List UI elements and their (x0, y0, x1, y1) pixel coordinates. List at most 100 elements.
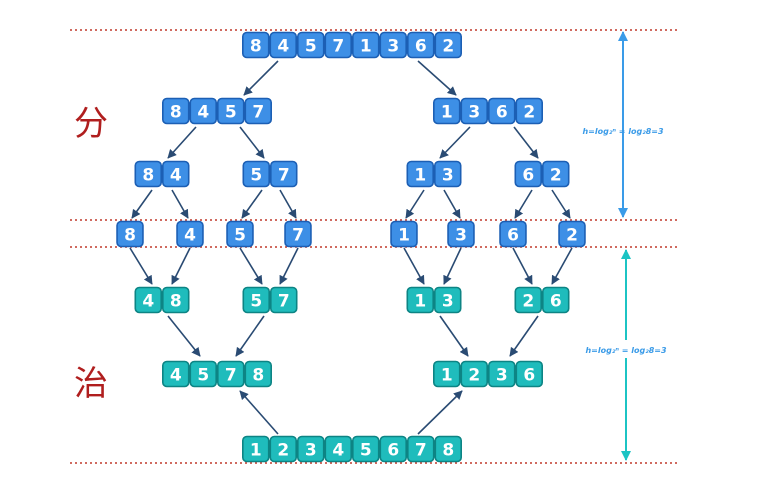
flow-arrow (417, 60, 457, 96)
number-cell: 2 (522, 292, 534, 312)
number-cell: 4 (184, 226, 196, 246)
flow-arrow (167, 315, 201, 357)
conquer-height-note: h=log₂ⁿ = log₂8=3 (585, 346, 667, 355)
flow-arrow (439, 126, 471, 159)
number-cell: 7 (278, 166, 290, 186)
flow-arrow (551, 189, 571, 219)
number-cell: 1 (250, 441, 262, 461)
number-cell: 5 (305, 37, 317, 57)
number-cell: 7 (292, 226, 304, 246)
divide-array-level3: 7 (284, 220, 312, 248)
number-cell: 2 (566, 226, 578, 246)
number-cell: 7 (415, 441, 427, 461)
number-cell: 6 (550, 292, 562, 312)
number-cell: 5 (250, 166, 262, 186)
number-cell: 8 (170, 103, 182, 123)
number-cell: 1 (441, 103, 453, 123)
number-cell: 6 (507, 226, 519, 246)
number-cell: 6 (387, 441, 399, 461)
divide-array-level3: 2 (558, 220, 586, 248)
number-cell: 5 (225, 103, 237, 123)
divide-array-level3: 1 (390, 220, 418, 248)
number-cell: 3 (468, 103, 480, 123)
number-cell: 6 (522, 166, 534, 186)
number-cell: 1 (360, 37, 372, 57)
number-cell: 3 (305, 441, 317, 461)
flow-arrow (551, 247, 573, 285)
number-cell: 8 (170, 292, 182, 312)
flow-arrow (443, 247, 462, 285)
number-cell: 4 (277, 37, 289, 57)
number-cell: 2 (277, 441, 289, 461)
number-cell: 2 (442, 37, 454, 57)
number-cell: 2 (550, 166, 562, 186)
number-cell: 1 (441, 366, 453, 386)
flow-arrow (239, 390, 279, 435)
flow-arrow (279, 247, 299, 285)
number-cell: 5 (234, 226, 246, 246)
divide-array-level3: 3 (447, 220, 475, 248)
flow-arrow (129, 247, 153, 285)
flow-arrow (405, 189, 425, 219)
number-cell: 7 (225, 366, 237, 386)
number-cell: 3 (442, 292, 454, 312)
flow-arrow (512, 247, 533, 285)
flow-arrow (439, 315, 469, 357)
number-cell: 2 (523, 103, 535, 123)
number-cell: 5 (197, 366, 209, 386)
number-cell: 8 (252, 366, 264, 386)
flow-arrow (403, 247, 425, 285)
flow-arrow (514, 189, 533, 219)
number-cell: 4 (332, 441, 344, 461)
flow-arrow (513, 126, 539, 159)
flow-arrow (171, 247, 191, 285)
number-cell: 8 (442, 441, 454, 461)
divide-array-level3: 5 (226, 220, 254, 248)
number-cell: 1 (398, 226, 410, 246)
number-cell: 4 (170, 166, 182, 186)
number-cell: 6 (496, 103, 508, 123)
number-cell: 4 (170, 366, 182, 386)
divide-height-note: h=log₂ⁿ = log₂8=3 (582, 127, 664, 136)
number-cell: 1 (414, 166, 426, 186)
flow-arrow (417, 390, 463, 435)
number-cell: 6 (415, 37, 427, 57)
flow-arrow (279, 189, 297, 219)
number-cell: 4 (142, 292, 154, 312)
flow-arrow (241, 189, 263, 219)
number-cell: 5 (250, 292, 262, 312)
flow-arrow (131, 189, 153, 219)
number-cell: 1 (414, 292, 426, 312)
number-cell: 7 (332, 37, 344, 57)
number-cell: 8 (250, 37, 262, 57)
number-cell: 7 (252, 103, 264, 123)
flow-arrow (167, 126, 197, 159)
number-cell: 6 (523, 366, 535, 386)
number-cell: 8 (124, 226, 136, 246)
number-cell: 4 (197, 103, 209, 123)
flow-arrow (509, 315, 539, 357)
divide-label: 分 (74, 104, 108, 144)
number-cell: 7 (278, 292, 290, 312)
flow-arrow (443, 189, 461, 219)
number-cell: 3 (442, 166, 454, 186)
number-cell: 3 (455, 226, 467, 246)
number-cell: 3 (496, 366, 508, 386)
flow-arrow (239, 126, 265, 159)
flow-arrow (235, 315, 265, 357)
flow-arrow (239, 247, 263, 285)
